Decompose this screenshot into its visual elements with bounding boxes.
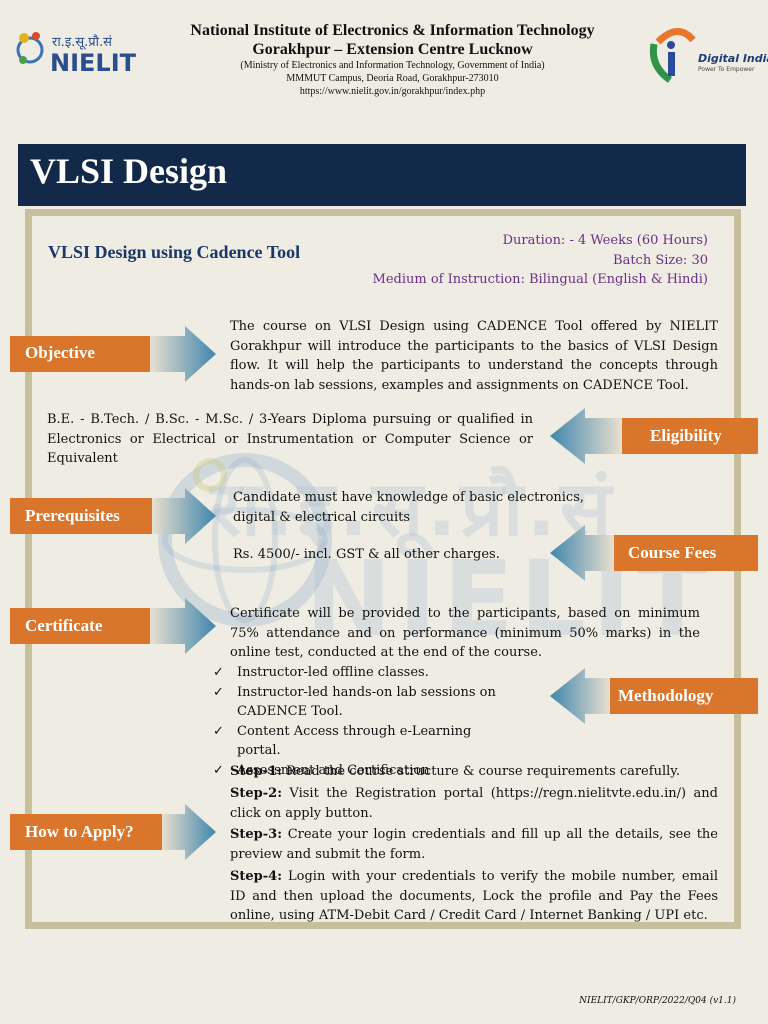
step-4: Step-4: Login with your credentials to v… [230,867,718,926]
page-title: VLSI Design [30,151,228,191]
methodology-item: ✓ Instructor-led offline classes. [213,663,513,683]
batch-size: Batch Size: 30 [613,253,708,268]
nielit-logo-hindi: रा.इ.सू.प्रौ.सं [52,35,112,50]
prerequisites-arrow-shape [10,488,216,544]
objective-text: The course on VLSI Design using CADENCE … [230,319,718,393]
nielit-logo: रा.इ.सू.प्रौ.सं NIELIT [14,22,136,82]
header-institute: National Institute of Electronics & Info… [190,22,595,39]
step-1: Step-1: Read the course structure & cour… [230,762,720,782]
label-methodology: Methodology [618,686,714,705]
step-label: Step-1: [230,764,282,779]
step-text: Read the course structure & course requi… [282,764,681,779]
digital-india-icon [649,28,696,83]
methodology-item: ✓ Instructor-led hands-on lab sessions on… [213,683,513,722]
methodology-item: ✓ Assessment and Certification [213,761,513,781]
certificate-arrow-shape [10,598,216,654]
prerequisites-text: Candidate must have knowledge of basic e… [233,490,585,525]
digital-india-tagline: Power To Empower [698,66,755,73]
methodology-item-text: Assessment and Certification [237,762,430,778]
check-icon: ✓ [213,665,224,680]
methodology-arrow-shape [550,668,758,724]
watermark-hindi: रा.इ.सू.प्रौ.सं [210,464,616,553]
methodology-item-text: Instructor-led offline classes. [237,665,429,680]
eligibility-arrow-shape [550,408,758,464]
document-code: NIELIT/GKP/ORP/2022/Q04 (v1.1) [579,996,736,1006]
step-3: Step-3: Create your login credentials an… [230,825,718,864]
header-address: MMMUT Campus, Deoria Road, Gorakhpur-273… [286,73,499,84]
eligibility-text: B.E. - B.Tech. / B.Sc. - M.Sc. / 3-Years… [47,412,533,466]
label-how-to-apply: How to Apply? [25,822,134,841]
methodology-item-text: Instructor-led hands-on lab sessions on … [237,684,496,720]
step-label: Step-4: [230,869,282,884]
check-icon: ✓ [213,684,224,700]
medium-of-instruction: Medium of Instruction: Bilingual (Englis… [372,272,708,287]
header-centre: Gorakhpur – Extension Centre Lucknow [252,41,533,58]
step-text: Create your login credentials and fill u… [230,827,718,862]
nielit-logo-text: NIELIT [50,49,137,77]
check-icon: ✓ [213,762,224,778]
step-text: Login with your credentials to verify th… [230,869,718,923]
fees-arrow-shape [550,525,758,581]
step-label: Step-2: [230,786,282,801]
header-url[interactable]: https://www.nielit.gov.in/gorakhpur/inde… [299,86,486,97]
certificate-text: Certificate will be provided to the part… [230,606,700,660]
label-objective: Objective [25,343,95,362]
step-label: Step-3: [230,827,282,842]
apply-arrow-shape [10,804,216,860]
methodology-item: ✓ Content Access through e-Learning porta… [213,722,513,761]
label-prerequisites: Prerequisites [25,506,120,525]
step-text: Visit the Registration portal (https://r… [230,786,718,821]
label-certificate: Certificate [25,616,103,635]
nielit-emblem-icon [16,32,44,64]
course-subtitle: VLSI Design using Cadence Tool [48,242,301,262]
watermark-globe [158,453,332,627]
fees-text: Rs. 4500/- incl. GST & all other charges… [233,547,500,562]
digital-india-text: Digital India [698,52,768,65]
objective-arrow-shape [10,326,216,382]
methodology-list: ✓ Instructor-led offline classes. ✓ Instru… [213,663,513,780]
header-ministry: (Ministry of Electronics and Information… [240,60,545,71]
digital-india-logo: Digital India Power To Empower [648,22,768,84]
check-icon: ✓ [213,723,224,739]
label-eligibility: Eligibility [650,426,722,445]
course-duration: Duration: - 4 Weeks (60 Hours) [502,233,708,248]
title-banner: VLSI Design [18,144,746,206]
step-2: Step-2: Visit the Registration portal (h… [230,784,718,823]
label-course-fees: Course Fees [628,543,717,562]
methodology-item-text: Content Access through e-Learning portal… [237,723,472,759]
